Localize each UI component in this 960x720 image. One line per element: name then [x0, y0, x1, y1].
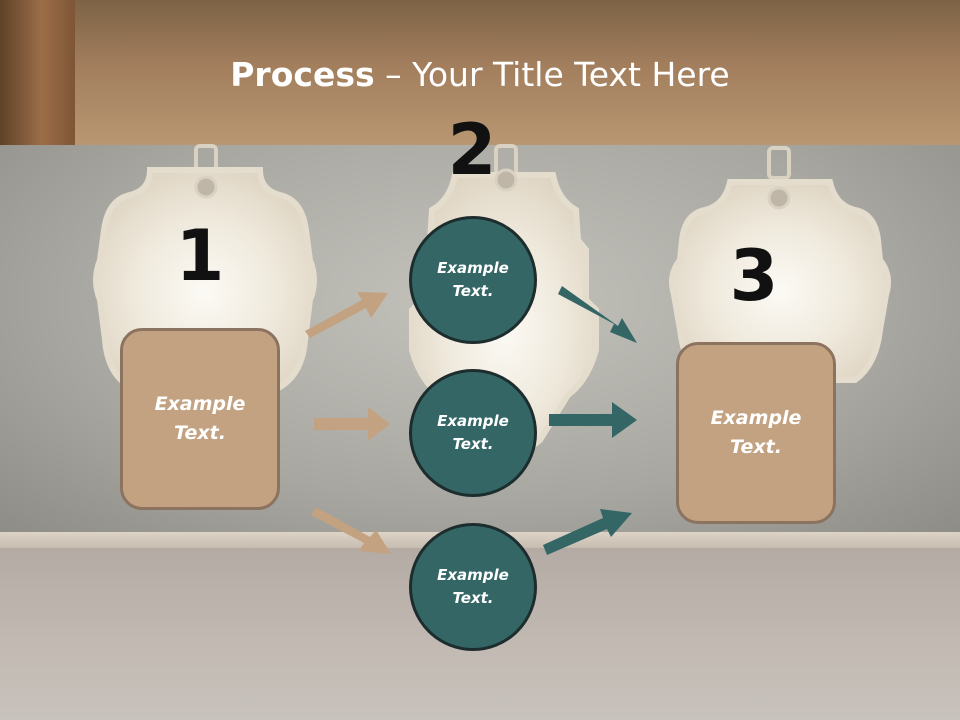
step-number-3: 3 — [729, 235, 779, 317]
arrow-right-up — [543, 509, 632, 555]
header-band — [0, 0, 960, 145]
circle-3-text: Example Text. — [437, 566, 509, 607]
step-number-2: 2 — [447, 109, 497, 191]
circle-2-text: Example Text. — [437, 412, 509, 453]
title-bold: Process — [230, 55, 375, 94]
arrow-left-down — [311, 507, 391, 554]
arrow-right-down — [558, 286, 637, 343]
slide-title: Process – Your Title Text Here — [0, 50, 960, 100]
arrow-left-up — [305, 292, 388, 338]
arrow-right-middle — [549, 402, 637, 438]
hanging-tag-3 — [669, 146, 891, 383]
step-box-3: Example Text. — [676, 342, 836, 524]
circle-1-text: Example Text. — [437, 259, 509, 300]
header-accent-strip — [0, 0, 75, 145]
step-box-1-text: Example Text. — [154, 393, 246, 444]
circle-2: Example Text. — [409, 369, 537, 497]
step-box-3-text: Example Text. — [710, 407, 802, 458]
arrow-left-middle — [314, 407, 390, 441]
circle-1: Example Text. — [409, 216, 537, 344]
step-number-1: 1 — [175, 215, 225, 297]
step-box-1: Example Text. — [120, 328, 280, 510]
title-rest: – Your Title Text Here — [374, 55, 730, 94]
circle-3: Example Text. — [409, 523, 537, 651]
